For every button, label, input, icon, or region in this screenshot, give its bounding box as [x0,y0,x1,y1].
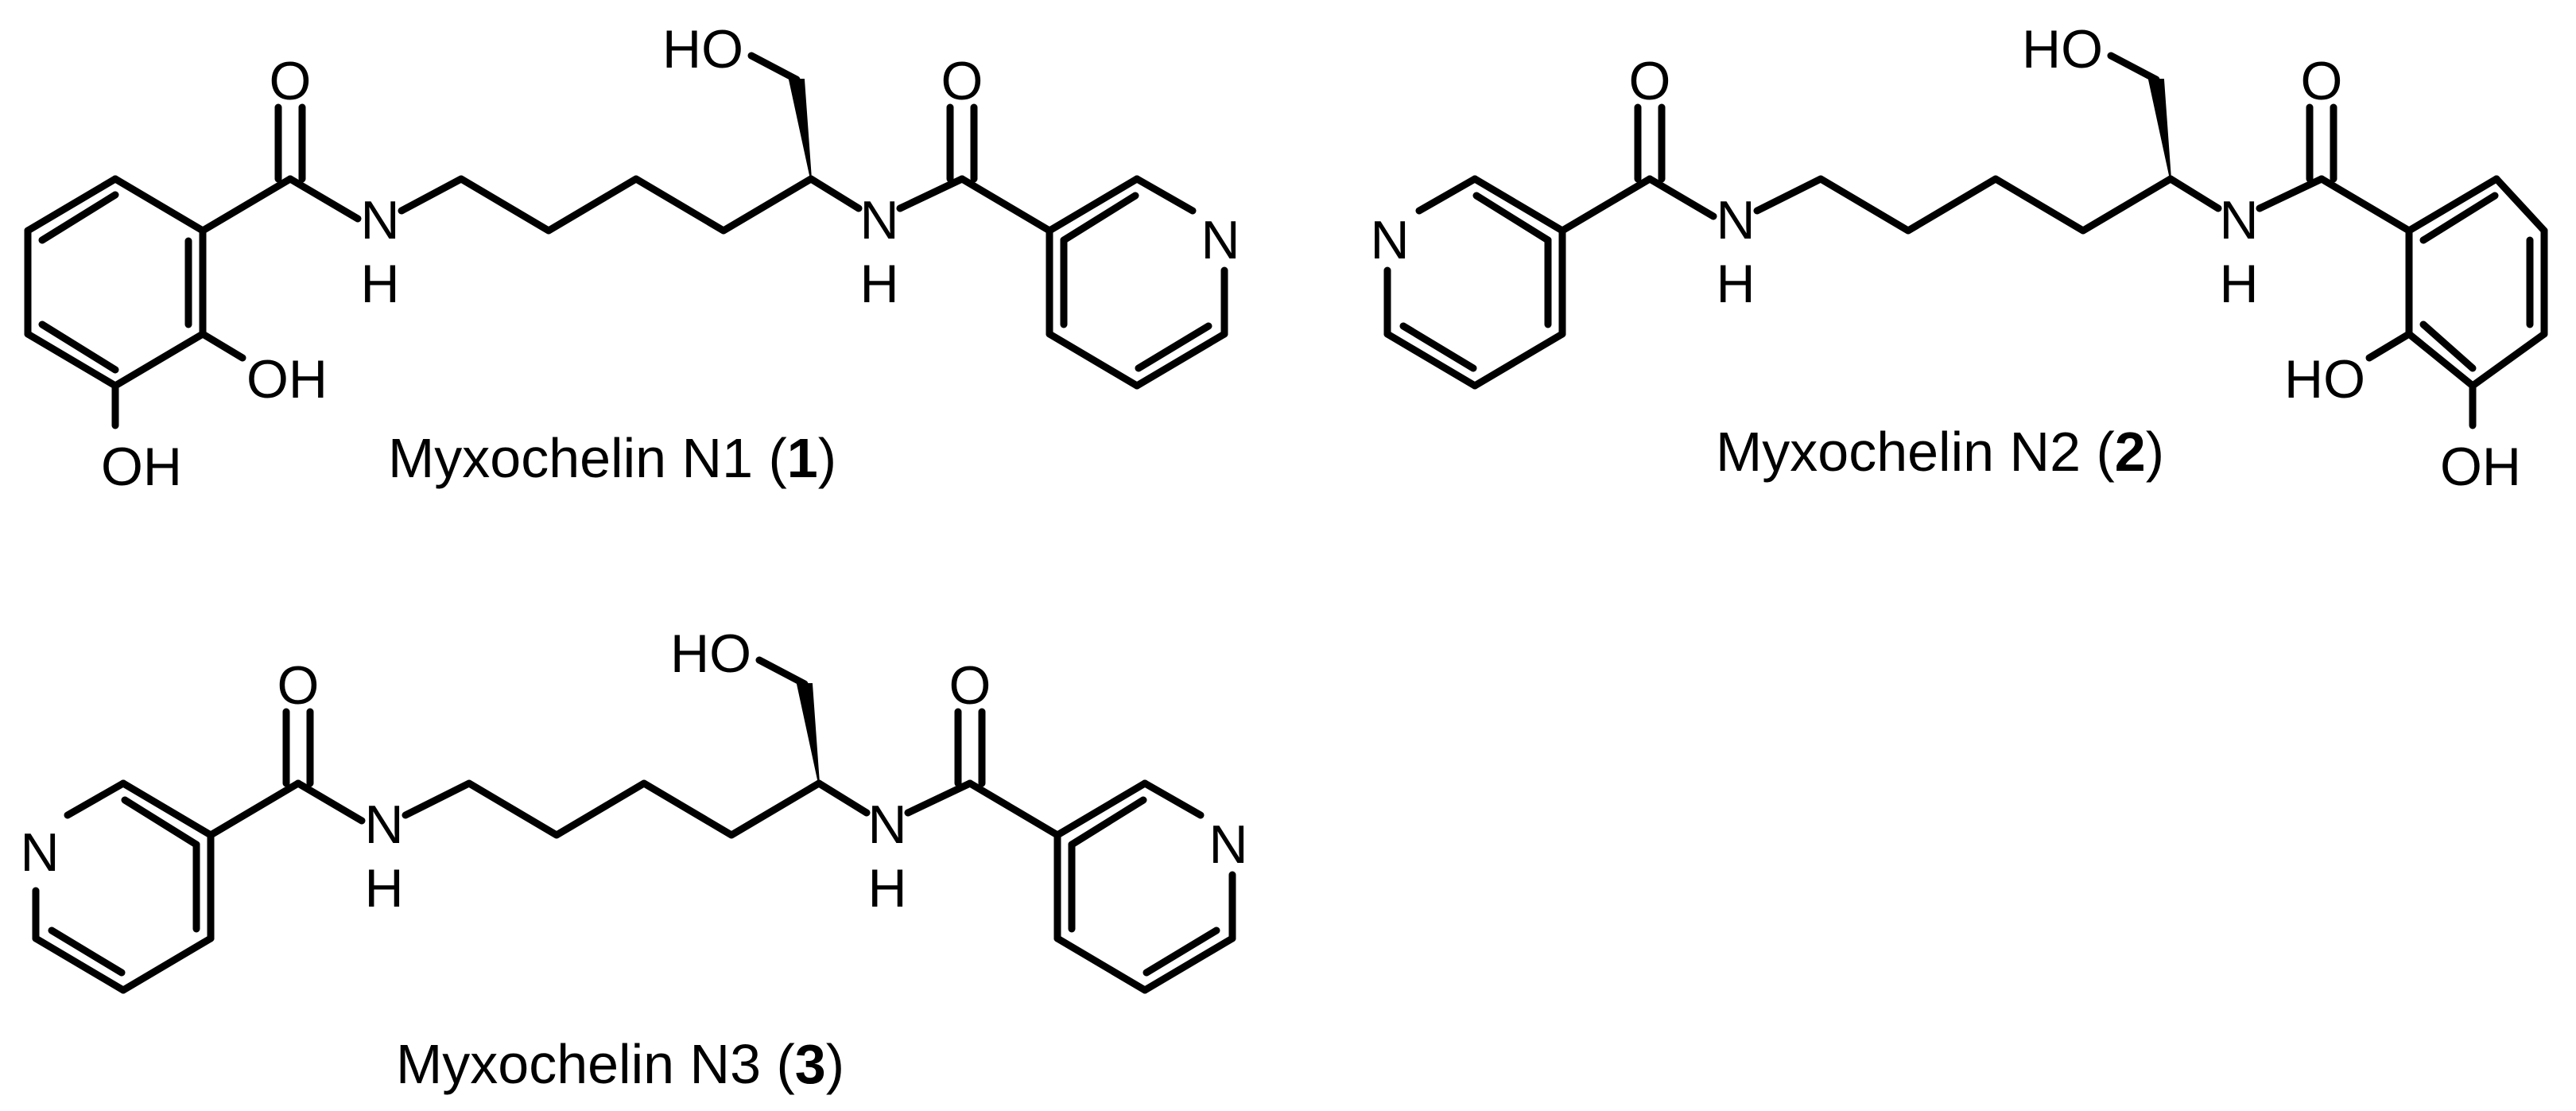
alkyl-chain [1753,175,2174,235]
compound-number: 1 [787,427,818,489]
bond [2256,175,2326,212]
hydroxyl-label: OH [2440,437,2521,497]
myxochelin-n2-structure: N O N H HO O N H HO OH Myxochelin N2 (2) [1370,19,2548,497]
carbonyl-oxygen-label: O [941,51,983,111]
bond [755,656,809,688]
carbonyl-oxygen-label: O [270,51,312,111]
bond [294,779,366,825]
bond [2107,52,2160,84]
hydroxyl-label: HO [2284,349,2365,410]
pyridine-ring [1046,175,1228,390]
bond [747,52,801,84]
pyridine-nitrogen-label: N [1201,210,1240,270]
bond [896,175,966,212]
bond [2318,175,2413,235]
amide-nitrogen-label: N [364,794,403,855]
myxochelin-n3-structure: N O N H HO O N H N Myxochelin N3 (3) [20,623,1247,1095]
alkyl-chain [402,779,823,839]
pyridine-ring [1053,779,1236,994]
bond [904,779,974,817]
amide-nitrogen-label: N [1716,190,1755,251]
catechol-ring [24,175,207,390]
catechol-ring [2405,175,2548,390]
bond [966,779,1061,839]
oh-bond [2365,330,2413,362]
myxochelin-n1-structure: O N H HO O N H N OH OH Myxochelin N1 (1) [24,19,1240,497]
compound-number: 3 [795,1033,826,1095]
compound-name: Myxochelin N2 [1716,421,2081,483]
pyridine-nitrogen-label: N [1370,210,1409,270]
compound-number: 2 [2115,421,2146,483]
bond [815,779,871,817]
amide-hydrogen-label: H [859,254,898,314]
stereo-wedge [796,683,820,784]
bond [1558,175,1654,235]
carbonyl-oxygen-label: O [949,655,991,716]
compound-name: Myxochelin N1 [388,427,753,489]
bond [1646,175,1717,220]
bond [807,175,863,212]
stereo-wedge [2147,79,2171,180]
pyridine-nitrogen-label: N [20,822,59,883]
amide-nitrogen-label: N [859,190,898,251]
compound-caption: Myxochelin N2 (2) [1716,421,2164,483]
amide-hydrogen-label: H [364,858,403,919]
bond [286,175,362,223]
bond [199,175,294,235]
pyridine-ring [1383,175,1566,390]
pyridine-ring [32,779,215,994]
hydroxyl-label: OH [246,349,328,410]
bond [207,779,302,839]
amide-nitrogen-label: N [867,794,906,855]
hydroxyl-label: OH [101,437,182,497]
compound-caption: Myxochelin N3 (3) [396,1033,844,1095]
amide-hydrogen-label: H [2219,254,2258,314]
compound-name: Myxochelin N3 [396,1033,761,1095]
hydroxyl-label: HO [2022,19,2103,80]
amide-hydrogen-label: H [360,254,399,314]
bond [2167,175,2222,212]
oh-bond [199,330,246,362]
stereo-wedge [788,79,812,180]
carbonyl-oxygen-label: O [277,655,320,716]
bond [958,175,1053,235]
alkyl-chain [398,175,815,235]
amide-hydrogen-label: H [867,858,906,919]
amide-hydrogen-label: H [1716,254,1755,314]
amide-nitrogen-label: N [2219,190,2258,251]
compound-caption: Myxochelin N1 (1) [388,427,836,489]
hydroxyl-label: HO [662,19,743,80]
carbonyl-oxygen-label: O [1629,51,1671,111]
pyridine-nitrogen-label: N [1208,814,1247,875]
carbonyl-oxygen-label: O [2301,51,2343,111]
hydroxyl-label: HO [670,623,751,684]
amide-nitrogen-label: N [360,190,399,251]
